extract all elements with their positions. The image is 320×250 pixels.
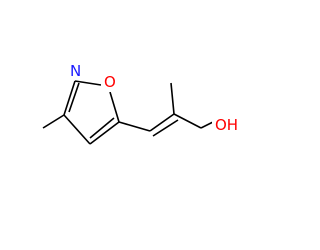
bond-c3-n-inner [68,82,80,113]
molecule-structure: N O OH [42,60,240,145]
ring-oxygen-label-bg [101,70,119,92]
bond-alkene-methyl [170,82,175,115]
hydroxyl-group-label: OH [215,116,238,134]
structure-canvas: N O OH [42,60,240,145]
bond-c5-vinyl [118,121,151,132]
ring-oxygen-atom-label: O [104,73,116,91]
bond-o-c5 [109,91,120,123]
nitrogen-label-bg [68,60,86,80]
bond-methyl-c3 [42,114,65,129]
bond-c3-n [63,80,76,116]
bond-group [42,80,216,145]
nitrogen-atom-label: N [70,62,81,80]
bond-n-o [74,80,102,86]
bond-c5-c4 [89,121,120,145]
hydroxyl-label-bg [212,114,240,134]
bond-c4-c3 [63,114,91,145]
bond-alkene-ch2 [173,113,202,129]
bond-vinyl-double [149,113,175,132]
bond-c5-c4-inner [89,117,115,139]
bond-vinyl-double-inner [152,119,179,137]
